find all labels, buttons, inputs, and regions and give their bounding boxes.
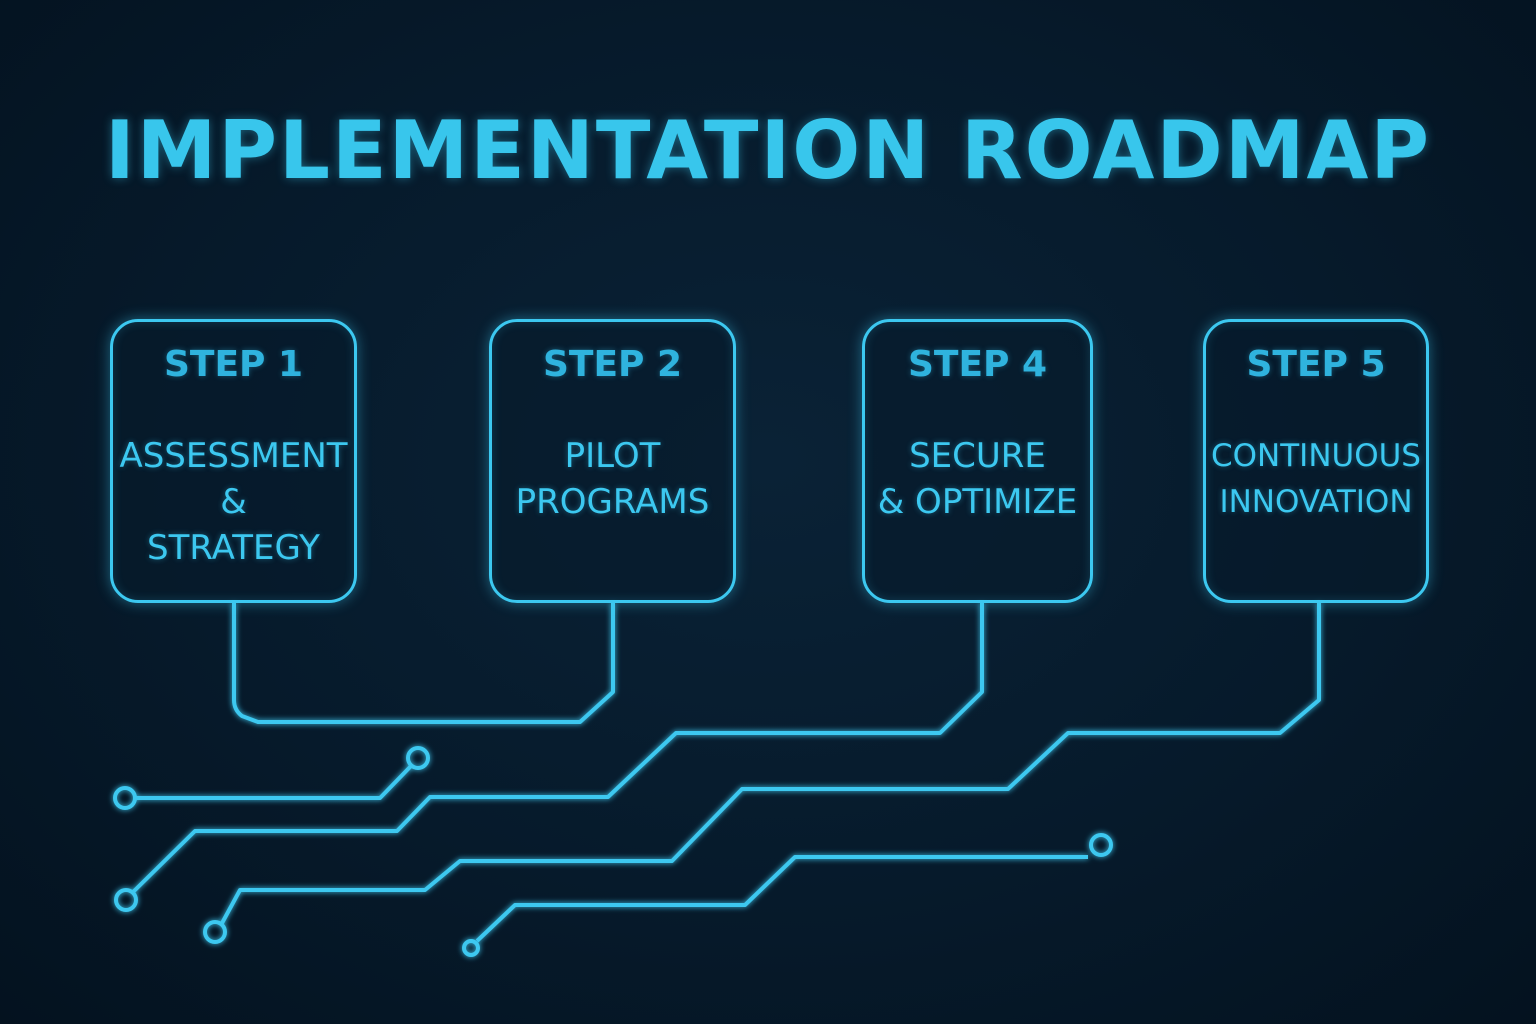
- step-label: SECURE & OPTIMIZE: [877, 436, 1078, 522]
- circuit-node: [462, 939, 480, 957]
- connector-step5: [219, 603, 1321, 926]
- step-card-2: STEP 2 PILOT PROGRAMS: [489, 319, 736, 603]
- step-card-5: STEP 5 CONTINUOUS INNOVATION: [1203, 319, 1429, 603]
- step-label: ASSESSMENT & STRATEGY: [119, 436, 348, 568]
- step-number: STEP 4: [907, 344, 1048, 385]
- step-card-1: STEP 1 ASSESSMENT & STRATEGY: [110, 319, 357, 603]
- diagram-title: IMPLEMENTATION ROADMAP: [105, 104, 1431, 197]
- connector-step4: [130, 603, 984, 895]
- circuit-node: [1089, 833, 1113, 857]
- circuit-node: [406, 746, 430, 770]
- circuit-node: [114, 888, 138, 912]
- connector-step1-step2: [232, 603, 615, 724]
- step-number: STEP 5: [1246, 344, 1386, 385]
- circuit-node: [113, 786, 137, 810]
- circuit-trace: [135, 764, 413, 800]
- circuit-trace: [475, 855, 1088, 943]
- step-number: STEP 2: [542, 344, 683, 385]
- step-number: STEP 1: [163, 344, 304, 385]
- circuit-node: [203, 920, 227, 944]
- step-card-4: STEP 4 SECURE & OPTIMIZE: [862, 319, 1093, 603]
- step-label: PILOT PROGRAMS: [515, 436, 710, 522]
- step-label: CONTINUOUS INNOVATION: [1211, 438, 1421, 520]
